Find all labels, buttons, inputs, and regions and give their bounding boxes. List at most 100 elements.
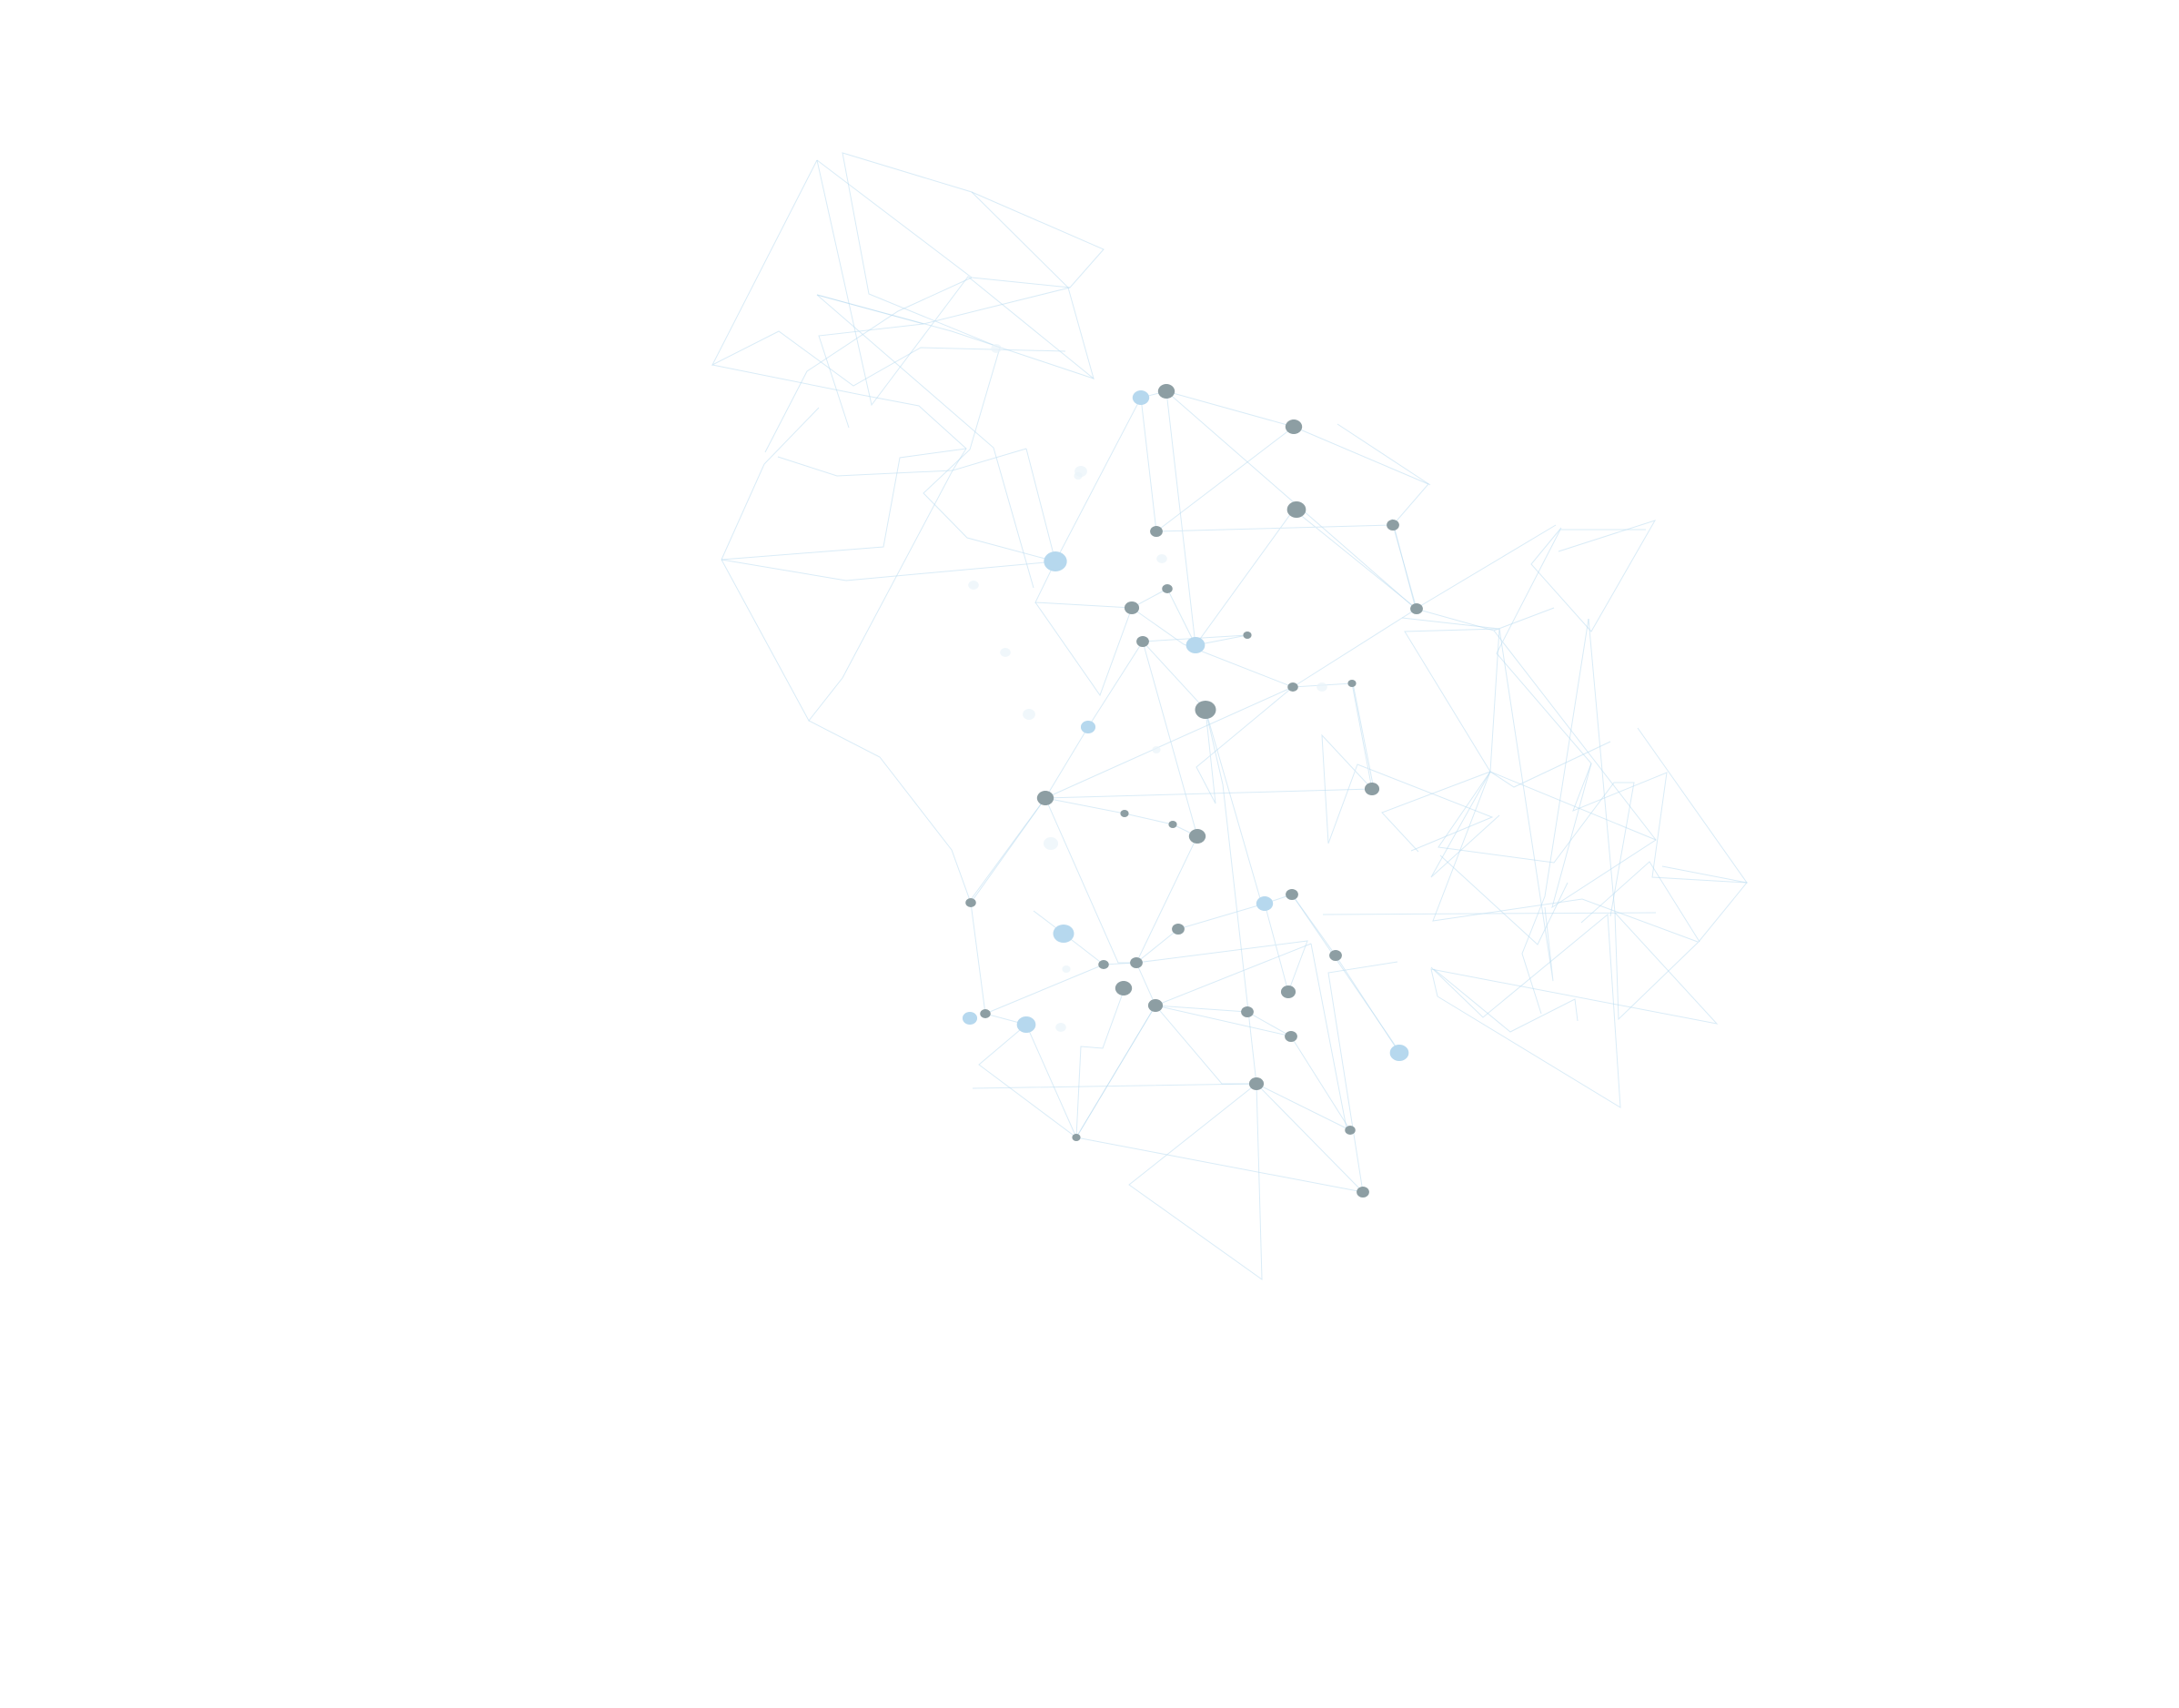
graph-edge-67 <box>1322 912 1657 915</box>
graph-edge-64 <box>1430 913 1621 1108</box>
graph-edge-44 <box>1327 961 1398 1193</box>
graph-node-f5 <box>1000 648 1011 657</box>
graph-edge-28 <box>1135 641 1400 1054</box>
graph-edge-2 <box>816 152 1095 562</box>
graph-edge-35 <box>984 964 1105 1015</box>
graph-node-n31 <box>1115 981 1133 995</box>
graph-edge-26 <box>1044 788 1373 799</box>
graph-edge-65 <box>1433 968 1579 1033</box>
graph-node-n43 <box>1357 1187 1369 1198</box>
graph-edge-59 <box>1439 854 1569 945</box>
graph-node-n29 <box>1130 957 1143 968</box>
graph-edge-4 <box>816 191 1105 589</box>
graph-node-n10 <box>1410 603 1423 614</box>
graph-edge-54 <box>1572 727 1749 884</box>
graph-edge-63 <box>1430 912 1719 1025</box>
graph-edge-53 <box>1588 618 1616 914</box>
graph-node-f6 <box>1023 709 1035 720</box>
graph-edge-36 <box>1075 1137 1364 1193</box>
graph-node-n4 <box>1286 501 1306 518</box>
graph-node-n9 <box>1124 601 1140 614</box>
graph-node-n36 <box>962 1012 978 1025</box>
graph-edge-61 <box>1432 771 1699 943</box>
graph-node-n19 <box>1036 791 1054 805</box>
graph-edge-43 <box>1155 943 1312 1006</box>
graph-node-n35 <box>980 1009 991 1018</box>
graph-node-n16 <box>1195 701 1216 719</box>
graph-edge-49 <box>1401 617 1611 788</box>
graph-node-n20 <box>1120 810 1129 817</box>
graph-node-n18 <box>1364 783 1380 795</box>
graph-edge-5 <box>816 294 1095 379</box>
graph-edge-48 <box>1352 682 1375 790</box>
graph-edge-7 <box>764 277 973 453</box>
graph-edge-9 <box>721 559 1056 581</box>
graph-node-n23 <box>1256 896 1274 911</box>
graph-edge-1 <box>711 159 1066 387</box>
graph-edge-6 <box>711 364 967 477</box>
nodes-layer <box>962 344 1423 1198</box>
graph-node-n1 <box>1132 390 1150 405</box>
graph-node-n3 <box>1285 419 1303 434</box>
graph-edge-52 <box>1521 618 1589 1015</box>
graph-edge-56 <box>1430 771 1500 878</box>
graph-node-n30 <box>1098 960 1109 969</box>
graph-edge-20 <box>1292 608 1417 688</box>
graph-edge-14 <box>1140 397 1295 532</box>
graph-edge-11 <box>721 448 967 561</box>
graph-node-n6 <box>1150 526 1163 537</box>
graph-edge-32 <box>1205 709 1265 912</box>
graph-node-n32 <box>1280 985 1296 998</box>
graph-node-n40 <box>1248 1077 1265 1090</box>
graph-node-f11 <box>1152 746 1161 753</box>
graph-edge-23 <box>1044 686 1294 799</box>
edges-layer <box>711 152 1749 1280</box>
graph-edge-51 <box>1493 529 1657 909</box>
graph-edge-37 <box>1075 987 1125 1138</box>
graph-node-f7 <box>1043 837 1059 850</box>
graph-node-f3 <box>1074 472 1083 480</box>
graph-node-n2 <box>1157 384 1175 399</box>
graph-node-f10 <box>1316 682 1327 692</box>
graph-node-n15 <box>1347 680 1357 687</box>
graph-node-f8 <box>1062 965 1071 973</box>
graph-edge-24 <box>1044 797 1198 837</box>
graph-edge-42 <box>1310 943 1347 1129</box>
graph-node-n22 <box>1188 829 1206 844</box>
graph-edge-50 <box>1498 628 1554 982</box>
graph-edge-66 <box>1580 861 1700 943</box>
graph-edge-30 <box>1291 894 1401 1054</box>
graph-node-n27 <box>1053 925 1074 943</box>
graph-edge-16 <box>1165 390 1417 610</box>
graph-node-n14 <box>1287 682 1298 692</box>
graph-node-n24 <box>1286 889 1298 900</box>
graph-edge-19 <box>1034 601 1353 697</box>
graph-node-n41 <box>1345 1126 1356 1135</box>
graph-edge-21 <box>1142 641 1294 804</box>
graph-node-n17 <box>1080 721 1096 733</box>
graph-edge-39 <box>972 1083 1263 1280</box>
graph-node-n42 <box>1072 1134 1081 1141</box>
graph-node-n37 <box>1016 1016 1036 1033</box>
graph-node-n26 <box>1172 924 1185 935</box>
graph-edge-29 <box>1033 903 1308 994</box>
graph-edge-60 <box>1530 520 1657 632</box>
graph-edge-3 <box>816 159 1071 288</box>
graph-edge-18 <box>1044 588 1248 799</box>
graph-edge-10 <box>721 407 820 561</box>
graph-edge-8 <box>818 323 924 429</box>
graph-edge-12 <box>721 448 1027 722</box>
graph-edge-40 <box>1075 1005 1256 1138</box>
graph-node-n5 <box>1387 520 1399 531</box>
graph-edge-41 <box>1256 1083 1364 1193</box>
graph-node-n34 <box>1241 1006 1254 1017</box>
graph-edge-33 <box>969 797 1046 902</box>
graph-node-n7 <box>1044 551 1067 571</box>
graph-node-n38 <box>1285 1031 1297 1042</box>
graph-node-n11 <box>1136 636 1149 647</box>
graph-edge-62 <box>1614 865 1748 1021</box>
graph-node-n12 <box>1185 637 1206 653</box>
graph-edge-47 <box>1337 423 1431 486</box>
